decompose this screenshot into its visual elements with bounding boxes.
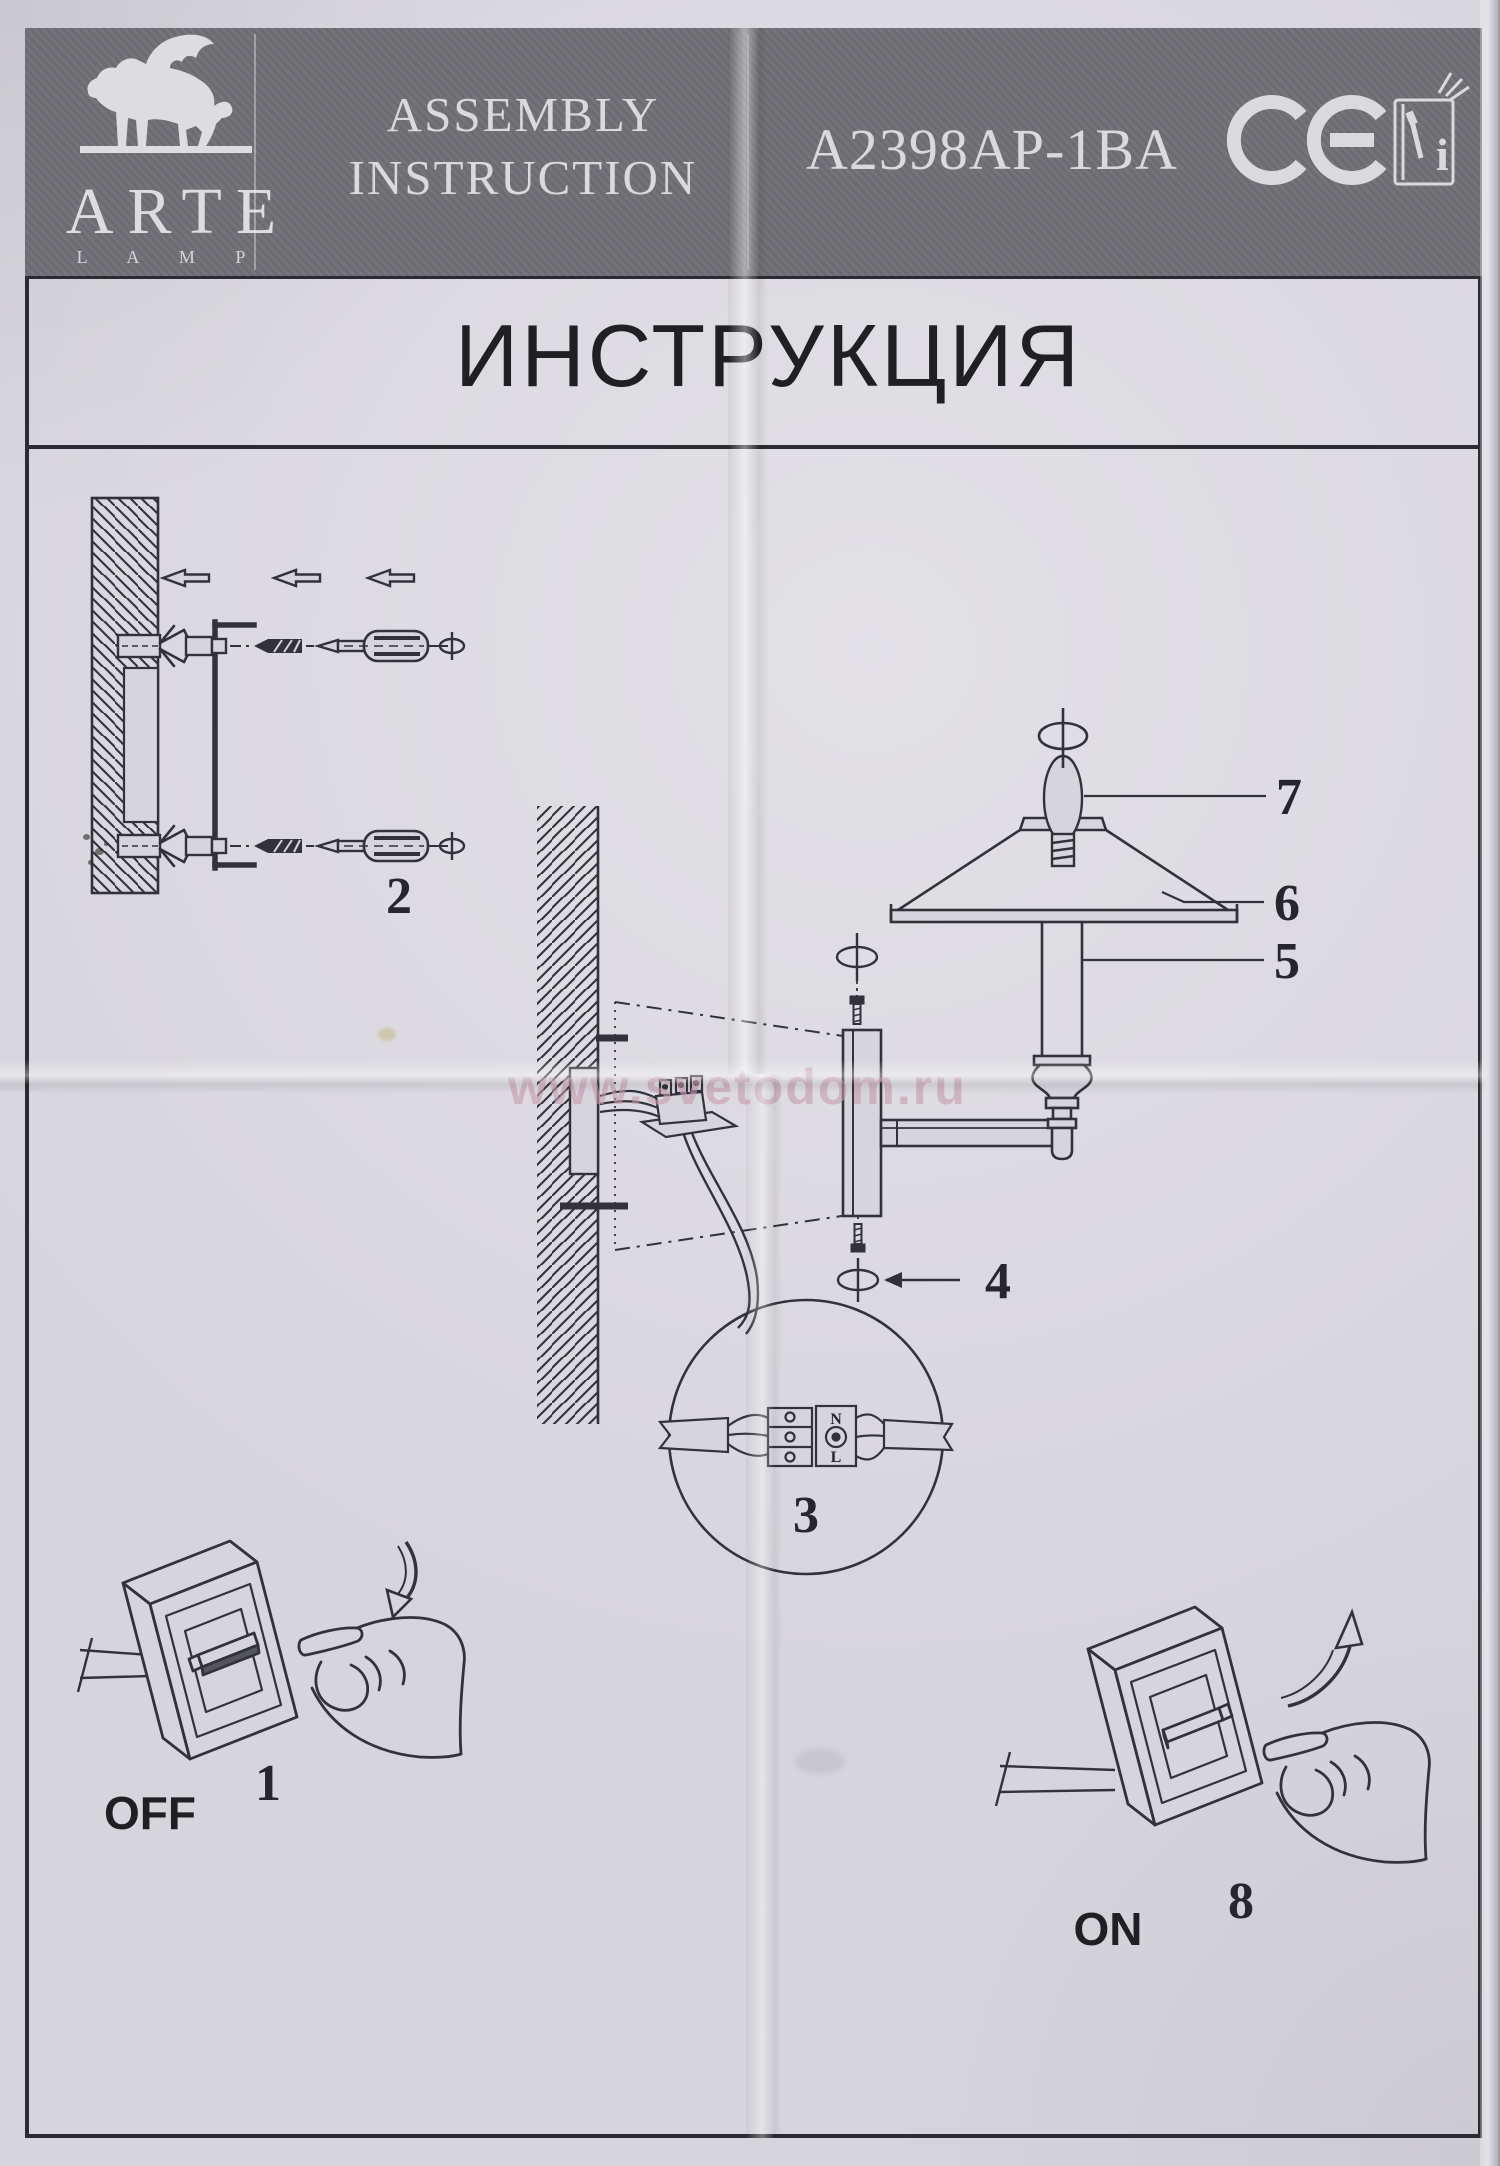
anchor-screw-row-top xyxy=(116,624,466,668)
lamp-stem xyxy=(1031,922,1093,1161)
lamp-backplate xyxy=(841,1028,883,1218)
mounting-bracket xyxy=(212,619,257,871)
top-screw xyxy=(835,933,879,1025)
terminal-connector-detail: N L xyxy=(657,1404,955,1468)
switch-on-label: ON xyxy=(1074,1903,1143,1955)
paper-stain xyxy=(378,1028,396,1041)
brand-name: ARTE xyxy=(66,175,290,248)
mounting-plate-recess xyxy=(568,1066,600,1176)
wall-anchor-diagram: 2 xyxy=(90,496,466,925)
wall-recess xyxy=(122,666,160,824)
switch-on-diagram: 8 ON xyxy=(994,1605,1431,1955)
model-number: A2398AP-1BA xyxy=(806,117,1178,182)
push-arrows xyxy=(161,568,416,588)
ink-speck xyxy=(88,860,93,865)
lamp-assembly-diagram: 4 xyxy=(537,708,1302,1576)
arte-lamp-logo: ARTE L A M P xyxy=(66,34,290,267)
lamp-arm xyxy=(879,1118,1060,1148)
callout-8: 8 xyxy=(1228,1873,1254,1930)
header-band xyxy=(25,28,1482,279)
callout-6: 6 xyxy=(1274,875,1300,932)
manual-book-icon: i xyxy=(1393,72,1470,186)
manual-icon-letter: i xyxy=(1436,129,1449,180)
ink-speck xyxy=(104,842,108,846)
switch-off-diagram: 1 OFF xyxy=(76,1539,466,1839)
page-title: ИНСТРУКЦИЯ xyxy=(454,306,1082,405)
callout-3: 3 xyxy=(793,1487,819,1544)
switch-box xyxy=(1086,1605,1264,1827)
callout-4: 4 xyxy=(985,1253,1011,1310)
projection-lines xyxy=(614,1001,849,1251)
callout-7: 7 xyxy=(1276,769,1302,826)
watermark: www.svetodom.ru xyxy=(508,1059,967,1115)
title-band: ИНСТРУКЦИЯ xyxy=(25,279,1482,449)
leader-6 xyxy=(1161,890,1264,904)
callout-5: 5 xyxy=(1274,933,1300,990)
supply-wires xyxy=(599,1089,661,1119)
toggle-lever-on xyxy=(1161,1702,1234,1750)
switch-box xyxy=(121,1539,299,1761)
header-content: ARTE L A M P ASSEMBLY INSTRUCTION A2398A… xyxy=(66,34,1470,270)
winged-lion-icon xyxy=(87,34,233,146)
toggle-lever-off xyxy=(187,1631,261,1677)
logo-underline xyxy=(80,146,252,153)
assembly-line2: INSTRUCTION xyxy=(349,150,698,205)
turn-off-arrow xyxy=(385,1541,418,1620)
pencil-smudge xyxy=(795,1748,845,1774)
switch-wire xyxy=(76,1637,151,1693)
switch-wire xyxy=(994,1751,1116,1807)
ce-mark xyxy=(1226,95,1387,185)
candle-bulb xyxy=(1042,754,1084,868)
switch-off-label: OFF xyxy=(104,1787,196,1839)
anchor-screw-row-bottom xyxy=(116,824,466,868)
wall-terminal-block xyxy=(638,1074,740,1139)
ink-speck xyxy=(83,834,90,840)
callout-1: 1 xyxy=(255,1755,281,1812)
bulb-rotation-symbol xyxy=(1037,708,1089,768)
pointing-hand xyxy=(1262,1721,1431,1864)
assembly-line1: ASSEMBLY xyxy=(387,87,659,142)
pointing-hand xyxy=(297,1616,466,1759)
turn-on-arrow xyxy=(1280,1608,1364,1708)
bottom-screw xyxy=(836,1216,880,1302)
brand-sub: L A M P xyxy=(77,247,264,267)
callout-2: 2 xyxy=(386,868,412,925)
terminal-n: N xyxy=(830,1411,842,1428)
callout-4-arrow xyxy=(884,1272,960,1288)
terminal-l: L xyxy=(831,1449,842,1466)
ink-speck xyxy=(95,848,104,855)
